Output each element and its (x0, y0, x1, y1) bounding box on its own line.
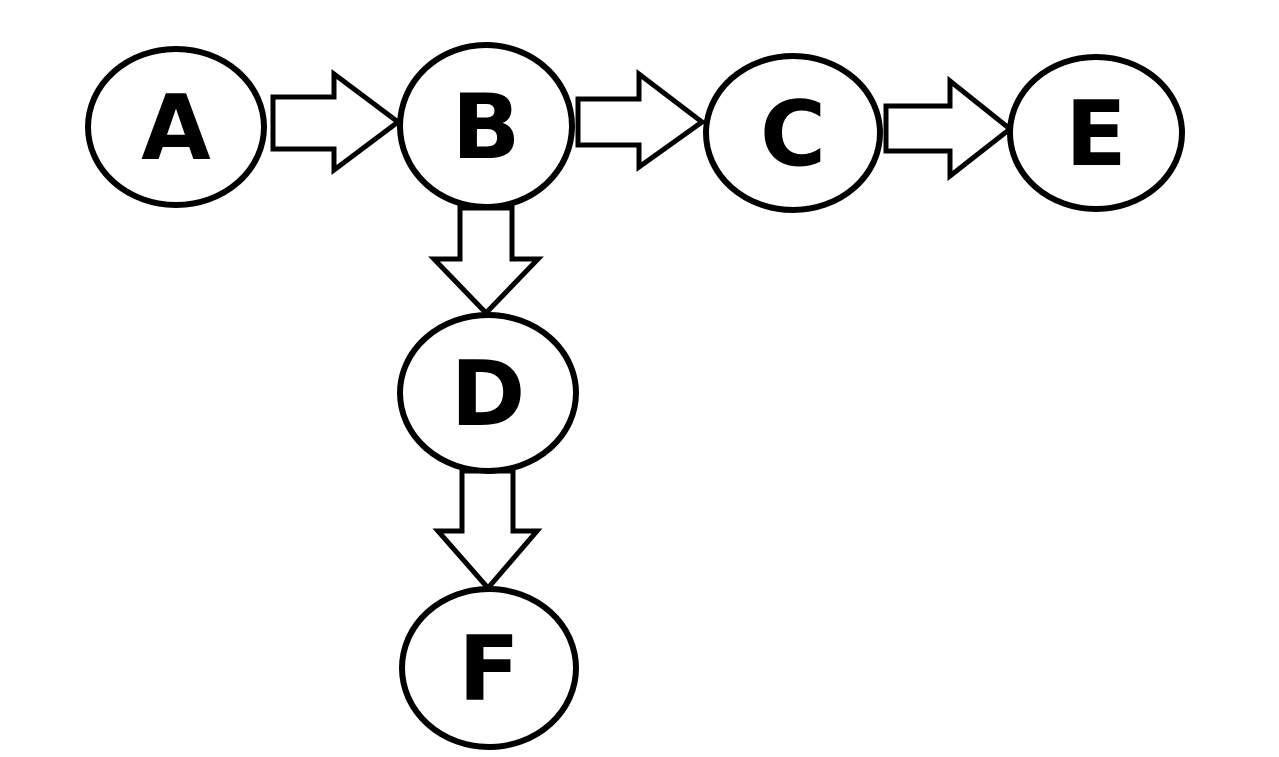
node-d: D (397, 312, 579, 474)
node-c: C (703, 53, 883, 213)
node-e: E (1007, 54, 1185, 212)
node-b: B (397, 42, 575, 210)
arrow-b-to-d (428, 205, 544, 317)
node-e-label: E (1065, 82, 1126, 187)
node-c-label: C (760, 82, 826, 187)
node-f-shape (399, 586, 579, 750)
node-a-label: A (141, 76, 211, 181)
node-f: F (399, 586, 579, 750)
arrow-c-to-e (883, 75, 1015, 182)
node-e-shape (1007, 54, 1185, 212)
node-b-label: B (452, 75, 521, 180)
arrow-d-to-f (432, 468, 543, 592)
node-f-label: F (458, 617, 519, 722)
node-b-shape (397, 42, 575, 210)
node-a: A (85, 46, 267, 208)
arrow-a-to-b (270, 69, 403, 175)
arrow-b-to-c (575, 68, 707, 172)
node-d-shape (397, 312, 579, 474)
node-d-label: D (451, 342, 526, 447)
node-c-shape (703, 53, 883, 213)
node-a-shape (85, 46, 267, 208)
